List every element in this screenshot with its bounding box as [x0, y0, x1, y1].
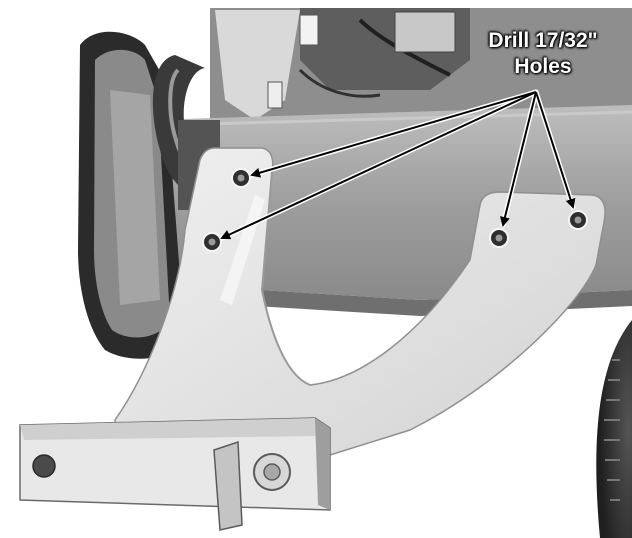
drill-holes-callout: Drill 17/32" Holes	[458, 28, 628, 80]
callout-line-2: Holes	[514, 55, 572, 78]
hole-upper-left-icon	[231, 168, 251, 188]
tire	[596, 320, 632, 538]
vehicle-underside	[210, 8, 632, 128]
hole-lower-left-icon	[202, 232, 222, 252]
arrow-to-right-inner-hole-icon	[500, 91, 537, 227]
arrow-to-right-outer-hole-icon	[535, 91, 576, 209]
hole-right-inner-icon	[489, 228, 509, 248]
drill-holes	[202, 168, 588, 252]
callout-line-1: Drill 17/32"	[488, 29, 598, 52]
arrow-to-lower-left-hole-icon	[220, 91, 537, 240]
leader-arrows	[219, 89, 576, 241]
receiver-tube	[19, 417, 331, 531]
arrow-to-upper-left-hole-icon	[250, 91, 537, 178]
hole-right-outer-icon	[568, 210, 588, 230]
